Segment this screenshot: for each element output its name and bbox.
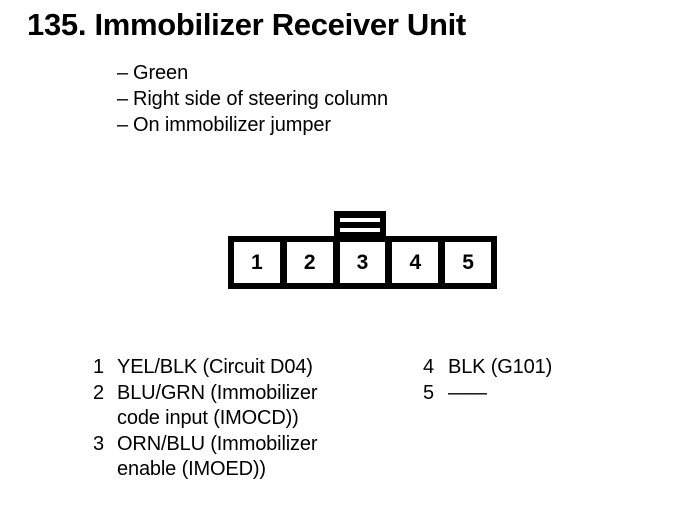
page-title: 135. Immobilizer Receiver Unit	[27, 7, 466, 42]
latch-slot-upper	[340, 218, 380, 222]
pin-description: BLK (G101)	[448, 356, 553, 378]
pin-legend-entry-4: 4 BLK (G101)	[423, 355, 552, 380]
dash-icon: –	[117, 114, 129, 136]
connector-pin-5: 5	[445, 242, 491, 283]
pin-description: YEL/BLK (Circuit D04)	[117, 356, 313, 378]
pin-legend-entry-1: 1 YEL/BLK (Circuit D04)	[93, 355, 317, 380]
connector-pin-3: 3	[339, 242, 386, 283]
pin-legend-right-column: 4 BLK (G101) 5 ——	[423, 355, 552, 407]
legend-line: 4 BLK (G101)	[423, 355, 552, 380]
description-bullet-list: – Green – Right side of steering column …	[117, 60, 388, 138]
bullet-label: Right side of steering column	[133, 88, 389, 110]
pin-description-continued: code input (IMOCD))	[117, 407, 299, 429]
legend-line: 5 ——	[423, 381, 552, 406]
pin-legend-entry-2: 2 BLU/GRN (Immobilizer code input (IMOCD…	[93, 381, 318, 431]
pin-legend-entry-5: 5 ——	[423, 381, 552, 406]
pin-number: 4	[423, 356, 435, 378]
pin-description-continued: enable (IMOED))	[117, 458, 266, 480]
bullet-item-mounting: – On immobilizer jumper	[117, 112, 388, 138]
legend-line: 1 YEL/BLK (Circuit D04)	[93, 355, 317, 380]
connector-pin-4: 4	[392, 242, 439, 283]
pin-legend-left-column: 1 YEL/BLK (Circuit D04) 2 BLU/GRN (Immob…	[93, 355, 318, 483]
dash-icon: –	[117, 62, 129, 84]
pin-number: 3	[93, 433, 105, 455]
legend-line: 3 ORN/BLU (Immobilizer	[93, 432, 318, 457]
pin-legend-entry-3: 3 ORN/BLU (Immobilizer enable (IMOED))	[93, 432, 318, 482]
pin-number: 2	[93, 382, 105, 404]
bullet-label: On immobilizer jumper	[133, 114, 331, 136]
bullet-label: Green	[133, 62, 189, 84]
dash-icon: –	[117, 88, 129, 110]
pin-description: ORN/BLU (Immobilizer	[117, 433, 318, 455]
latch-slot-lower	[340, 228, 380, 232]
bullet-item-location: – Right side of steering column	[117, 86, 388, 112]
connector-pin-2: 2	[286, 242, 333, 283]
connector-body: 1 2 3 4 5	[228, 236, 497, 289]
bullet-item-color: – Green	[117, 60, 388, 86]
pin-description: BLU/GRN (Immobilizer	[117, 382, 318, 404]
pin-number: 5	[423, 382, 435, 404]
pin-number: 1	[93, 356, 105, 378]
connector-diagram: 1 2 3 4 5	[228, 211, 497, 289]
legend-line: 2 BLU/GRN (Immobilizer	[93, 381, 318, 406]
pin-description-empty: ——	[448, 382, 487, 404]
connector-pin-1: 1	[234, 242, 280, 283]
